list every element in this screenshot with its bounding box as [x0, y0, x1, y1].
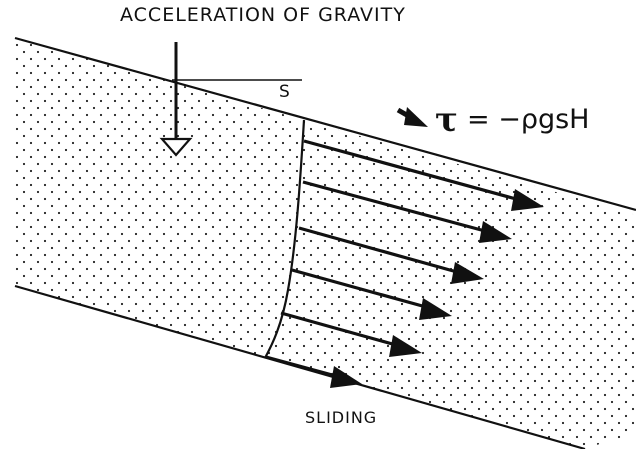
slope-label: S	[279, 82, 290, 102]
velocity-arrow-6	[265, 355, 362, 388]
tau-symbol: τ	[435, 100, 458, 140]
right-ice-block	[265, 120, 636, 449]
gravity-title-label: ACCELERATION OF GRAVITY	[120, 4, 406, 26]
gravity-arrow	[159, 42, 193, 157]
deformed-column-line	[264, 119, 306, 359]
left-ice-block	[15, 38, 304, 358]
velocity-arrow-4	[291, 268, 452, 320]
velocity-arrow-2	[302, 180, 512, 243]
stress-equation: = −ρgsH	[467, 104, 590, 135]
velocity-arrow-1	[303, 139, 544, 211]
velocity-arrow-3	[298, 226, 484, 284]
sliding-label: SLIDING	[305, 408, 378, 427]
velocity-arrow-5	[280, 311, 422, 357]
upper-surface-line	[14, 36, 636, 212]
stress-arrow-icon	[396, 107, 428, 127]
